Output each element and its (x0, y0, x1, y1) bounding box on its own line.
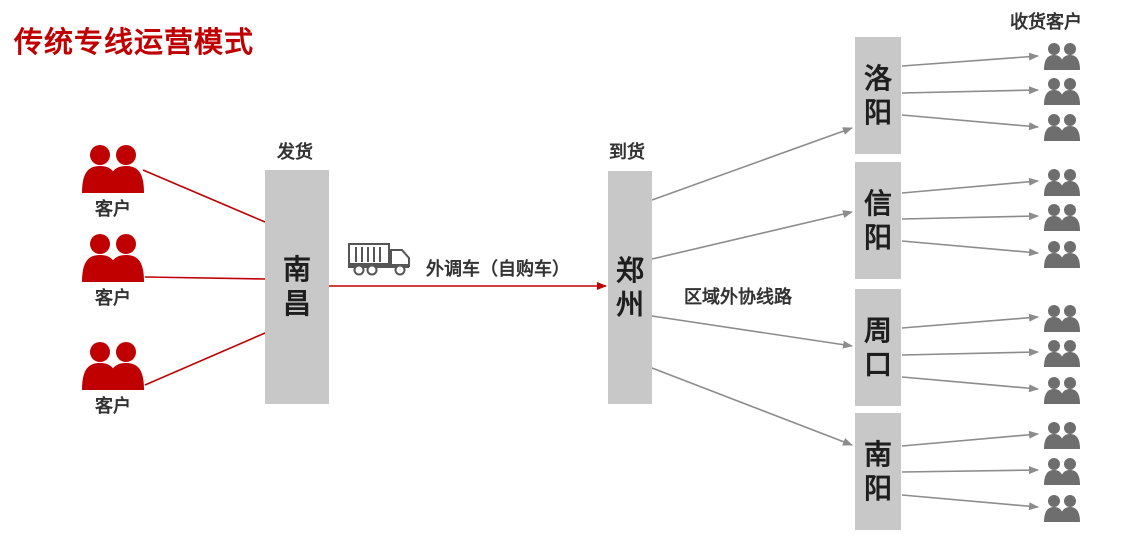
people-icon (82, 342, 144, 390)
city-char: 口 (863, 347, 892, 381)
city-char: 阳 (863, 220, 892, 254)
city-char: 南 (863, 437, 892, 471)
people-icon (1044, 168, 1080, 196)
customer-line-2 (144, 276, 266, 280)
origin-char: 昌 (282, 287, 311, 320)
city-char: 洛 (863, 61, 892, 95)
people-icon (1044, 339, 1080, 367)
people-icon (1044, 42, 1080, 70)
people-icon (1044, 203, 1080, 231)
hub-char: 郑 (615, 253, 644, 287)
origin-char: 南 (282, 253, 311, 286)
city-box-luoyang: 洛 阳 (855, 37, 901, 154)
hub-line-xinyang (651, 210, 853, 260)
people-icon (1044, 457, 1080, 485)
city-char: 阳 (863, 471, 892, 505)
hub-box-zhengzhou: 郑 州 (608, 171, 652, 404)
city-box-xinyang: 信 阳 (855, 162, 901, 279)
arrive-label: 到货 (609, 142, 645, 163)
transport-label: 外调车（自购车） (426, 259, 570, 280)
truck-icon (348, 243, 410, 276)
customer-line-1 (142, 169, 266, 223)
people-icon (1044, 240, 1080, 268)
customer-label: 客户 (95, 288, 131, 309)
hub-line-zhoukou (651, 315, 853, 349)
people-icon (1044, 376, 1080, 404)
customer-label: 客户 (95, 199, 131, 220)
people-icon (1044, 113, 1080, 141)
customer-line-3 (144, 332, 266, 386)
regional-label: 区域外协线路 (684, 287, 792, 308)
hub-line-nanyang (651, 367, 853, 446)
customer-item: 客户 (78, 340, 148, 418)
page-title: 传统专线运营模式 (14, 25, 255, 59)
customer-item: 客户 (78, 143, 148, 221)
ship-label: 发货 (277, 142, 313, 163)
customer-label: 客户 (95, 396, 131, 417)
city-char: 阳 (863, 95, 892, 129)
receivers-label: 收货客户 (1010, 12, 1082, 33)
hub-line-luoyang (651, 127, 853, 201)
people-icon (1044, 77, 1080, 105)
city-char: 信 (863, 186, 892, 220)
people-icon (82, 234, 144, 282)
people-icon (1044, 421, 1080, 449)
customer-item: 客户 (78, 232, 148, 310)
people-icon (1044, 304, 1080, 332)
hub-char: 州 (615, 287, 644, 321)
people-icon (82, 145, 144, 193)
city-box-nanyang: 南 阳 (855, 413, 901, 530)
city-box-zhoukou: 周 口 (855, 289, 901, 406)
origin-box-nanchang: 南 昌 (265, 170, 329, 404)
city-char: 周 (863, 313, 892, 347)
people-icon (1044, 494, 1080, 522)
